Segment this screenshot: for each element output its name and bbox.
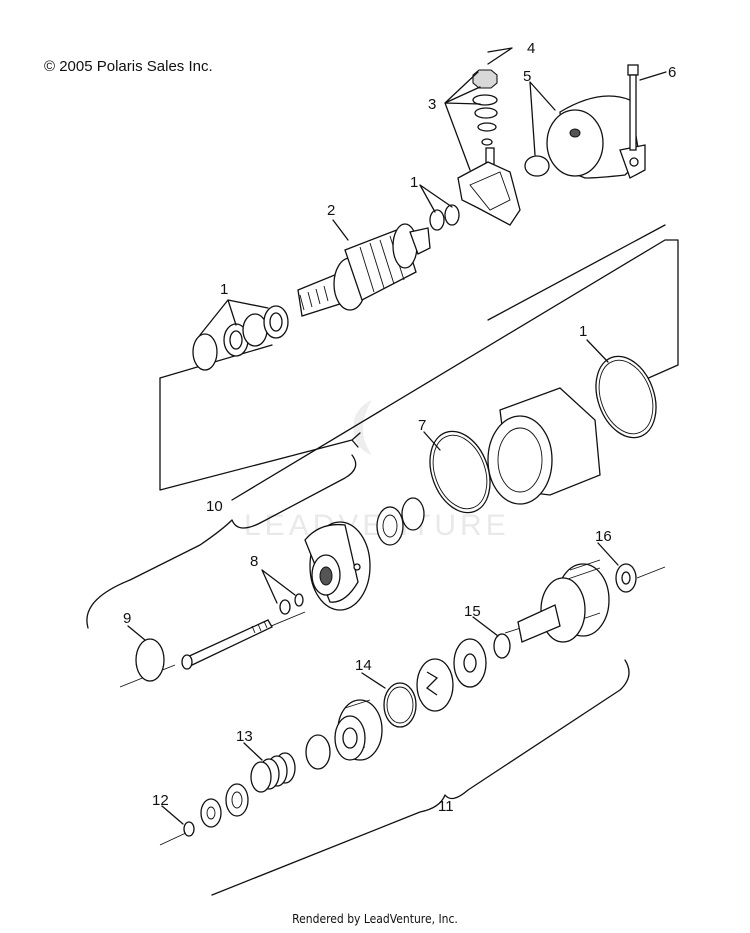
callout-label: 15 [464,603,481,620]
o-ring-small [294,593,304,607]
callout-label: 11 [438,798,454,815]
brush-plate [457,161,521,226]
callout-labels: 1 1 1 2 3 4 5 6 7 7 8 9 10 11 12 13 14 1… [123,40,676,815]
watermark-text: LEADVENTURE [244,509,510,542]
lower-drive-assembly [183,699,383,837]
callout-label: 3 [428,96,436,113]
seal-plug [135,638,165,682]
washer [225,783,249,817]
callout-label: 1 [220,281,228,298]
housing-and-orings [429,355,657,514]
callout-label: 1 [410,174,418,191]
o-ring [383,682,417,728]
callout-label: 13 [236,728,253,745]
copyright-notice: © 2005 Polaris Sales Inc. [44,58,213,75]
pinion-shaft [517,604,561,643]
clutch-spring-plate [416,658,454,712]
snap-ring [183,821,195,837]
bearing [376,506,404,546]
group-brackets [86,454,630,896]
callout-label: 14 [355,657,372,674]
bearing [401,497,425,531]
washer [192,333,218,371]
footer-credit: Rendered by LeadVenture, Inc. [292,912,458,926]
washer [474,107,498,119]
callout-label: 1 [579,323,587,340]
through-bolt-assembly [135,593,304,682]
callout-label: 8 [250,553,258,570]
o-ring [429,430,491,514]
shim-washers [192,305,289,371]
snap-ring [493,633,511,659]
brush-holder-assembly [457,69,521,226]
bushing [524,155,550,177]
callout-label: 16 [595,528,612,545]
washer [481,138,493,146]
bolt-shank [629,74,637,151]
callout-label: 4 [527,40,535,57]
assembly-frame-lines [159,224,679,501]
o-ring [595,355,657,439]
watermark-flame-icon [353,400,372,455]
callout-label: 9 [123,610,131,627]
pinion-assembly [383,559,637,728]
washer [200,798,222,828]
armature [297,204,460,317]
drive-end-cover [304,497,425,611]
bolt-head [181,654,193,670]
bolt-head [627,64,639,76]
callout-label: 7 [418,417,426,434]
end-cap-assembly [524,64,646,179]
callout-label: 6 [668,64,676,81]
commutator [409,227,431,255]
callout-label: 12 [152,792,169,809]
callout-label: 5 [523,68,531,85]
watermark: LEADVENTURE [244,400,510,542]
collar [305,734,331,770]
end-cap-face [546,109,604,177]
washer [472,94,498,106]
leader-lines [127,47,667,825]
o-ring-small [279,599,291,615]
washer [429,209,445,231]
callout-label: 10 [206,498,223,515]
nut [472,69,498,89]
washer [444,204,460,226]
callout-label: 2 [327,202,335,219]
washer [242,313,268,347]
washer [477,122,497,132]
